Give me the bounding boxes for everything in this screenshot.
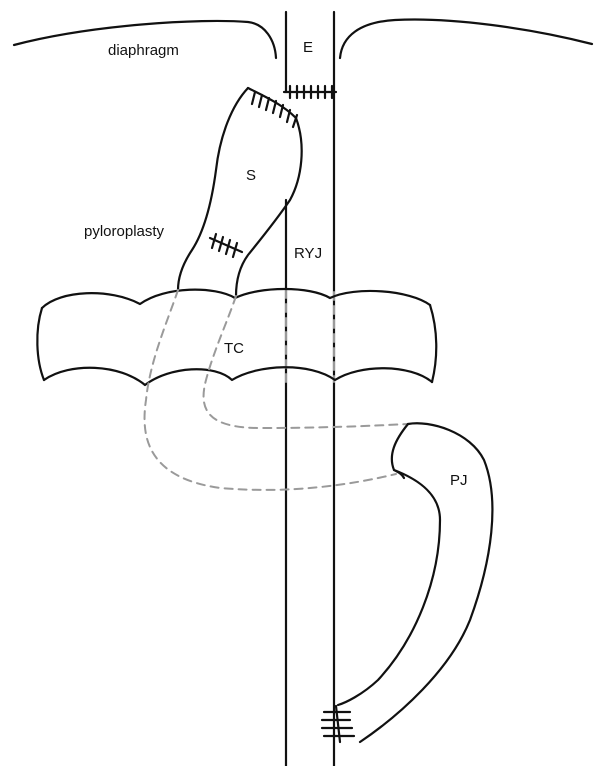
jejunojejunostomy-sutures	[322, 706, 354, 742]
label-proximal-jejunum: PJ	[450, 472, 468, 489]
transverse-colon-right-end	[430, 305, 436, 382]
proximal-jejunum-inner	[338, 424, 440, 705]
label-roux-y-jejunum: RYJ	[294, 245, 322, 262]
label-pyloroplasty: pyloroplasty	[84, 223, 165, 240]
hidden-duodenal-loop-inner	[204, 296, 408, 428]
diaphragm-right	[340, 20, 592, 58]
proximal-jejunum-outer	[360, 423, 492, 742]
transverse-colon-bottom	[44, 367, 432, 385]
hidden-duodenal-loop-outer	[145, 290, 396, 490]
label-stomach: S	[246, 167, 256, 184]
transverse-colon-left-end	[37, 308, 44, 380]
pyloroplasty-sutures	[210, 234, 242, 257]
label-diaphragm: diaphragm	[108, 42, 179, 59]
label-esophagus: E	[303, 39, 313, 56]
label-transverse-colon: TC	[224, 340, 244, 357]
stomach-right-wall	[236, 118, 302, 296]
esophageal-anastomosis-sutures	[284, 86, 336, 98]
stomach-left-wall	[178, 88, 248, 290]
